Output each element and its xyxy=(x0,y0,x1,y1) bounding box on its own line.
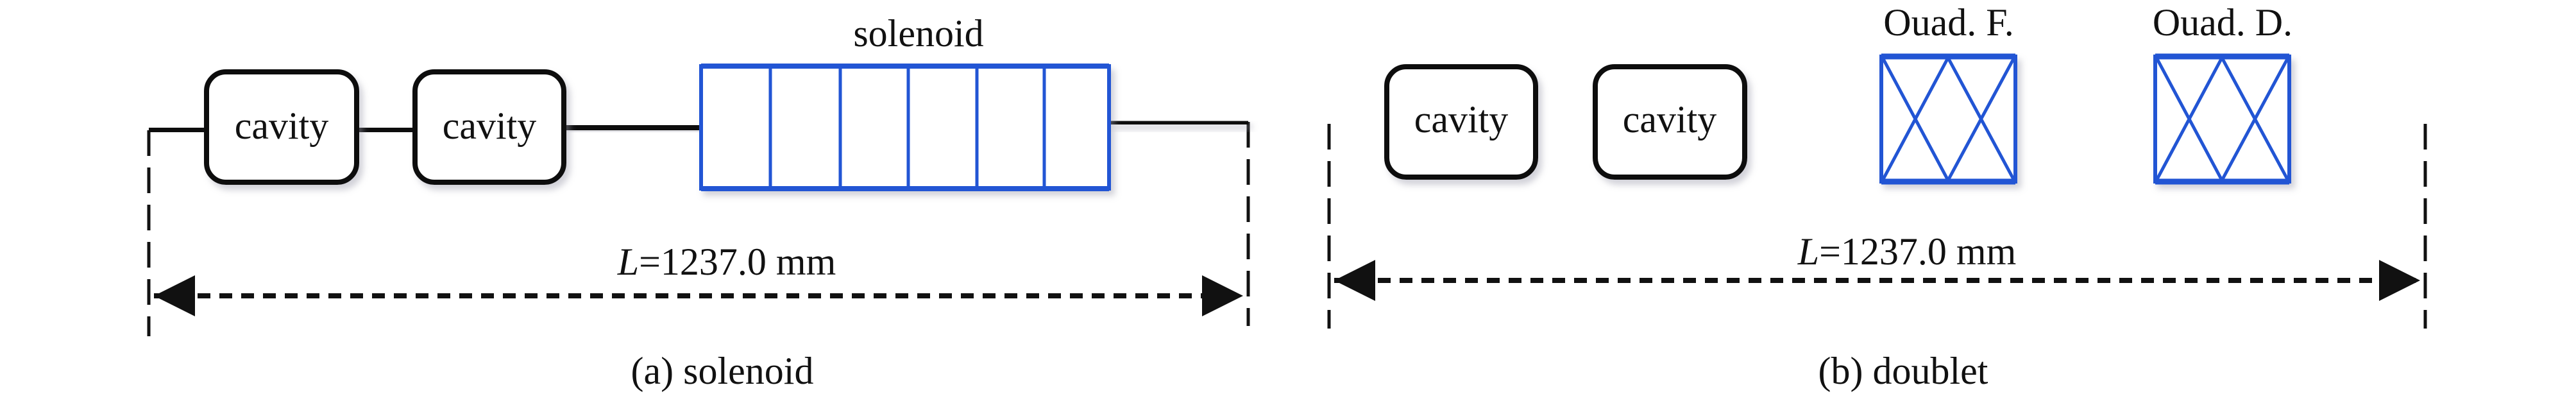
cavity-2: cavity xyxy=(412,69,566,185)
quad-f-label: Ouad. F. xyxy=(1883,1,2014,44)
panel-doublet: cavity cavity Ouad. F. Ouad. D. L=1237.0… xyxy=(1327,1,2427,392)
cavity-label: cavity xyxy=(443,105,537,147)
caption-a: (a) solenoid xyxy=(631,350,814,392)
cavity-1: cavity xyxy=(1384,64,1538,180)
beam-line xyxy=(149,119,1248,133)
solenoid-magnet xyxy=(699,64,1111,191)
caption-b: (b) doublet xyxy=(1818,350,1988,392)
quadrupole-d xyxy=(2153,53,2291,185)
cavity-1: cavity xyxy=(204,69,359,185)
panel-solenoid: cavity cavity solenoid L=1237.0 mm (a) s… xyxy=(147,12,1250,392)
length-label: L=1237.0 mm xyxy=(617,241,836,283)
cavity-label: cavity xyxy=(1623,98,1717,141)
cavity-label: cavity xyxy=(1414,98,1509,141)
quad-d-label: Ouad. D. xyxy=(2153,1,2292,44)
solenoid-label: solenoid xyxy=(853,12,983,55)
cavity-label: cavity xyxy=(235,105,329,147)
quadrupole-f xyxy=(1879,53,2017,185)
length-label: L=1237.0 mm xyxy=(1797,230,2017,273)
cavity-2: cavity xyxy=(1593,64,1747,180)
